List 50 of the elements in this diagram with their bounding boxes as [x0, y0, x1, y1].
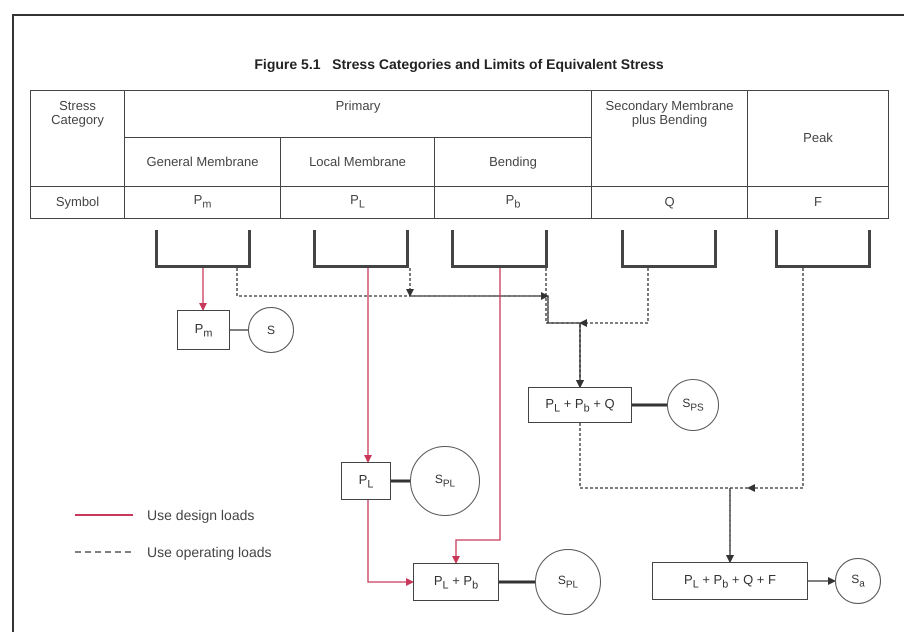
stress-expression: P$_{L}$ + P$_{b}$ + Q + F: [684, 572, 776, 590]
expression-box: [528, 387, 632, 423]
expression-box: [177, 310, 230, 350]
stress-expression: P$_{L}$: [358, 472, 374, 490]
figure-title: Figure 5.1 Stress Categories and Limits of Equivalent Stress: [253, 56, 665, 72]
connector: [391, 480, 410, 482]
stress-symbol: P$_{m}$: [194, 193, 212, 212]
expression-box: [652, 562, 808, 600]
connector: [808, 577, 836, 585]
column-heading: Local Membrane: [309, 154, 406, 170]
stress-expression: P$_{L}$ + P$_{b}$ + Q: [545, 396, 615, 414]
dashed-connector: [576, 268, 649, 388]
connector: [452, 268, 501, 564]
connector: [199, 268, 207, 311]
category-bracket: [621, 230, 717, 268]
legend-text: Use design loads: [147, 506, 254, 522]
column-heading: Peak: [803, 131, 833, 146]
category-bracket: [313, 230, 409, 268]
column-heading: Primary: [336, 99, 380, 114]
stress-symbol: P$_{b}$: [506, 193, 520, 212]
stress-limit: S$_{PS}$: [682, 396, 704, 414]
dashed-connector: [726, 268, 804, 563]
stress-symbol: Q: [664, 195, 675, 210]
category-bracket: [155, 230, 251, 268]
column-heading: Symbol: [56, 195, 100, 210]
category-bracket: [451, 230, 548, 268]
connector: [367, 500, 414, 586]
column-heading: General Membrane: [146, 154, 258, 170]
column-heading: Stress Category: [50, 99, 105, 128]
connector: [499, 580, 535, 584]
stress-limit: S$_{PL}$: [434, 472, 456, 490]
expression-box: [341, 462, 391, 500]
stress-expression: P$_{L}$ + P$_{b}$: [434, 572, 478, 592]
stress-symbol: P$_{L}$: [350, 193, 365, 212]
column-heading: Bending: [489, 154, 537, 170]
stress-limit: S$_{PL}$: [558, 573, 578, 591]
limit-circle: [248, 307, 294, 353]
stress-limit: S: [266, 323, 275, 337]
category-bracket: [775, 230, 871, 268]
expression-box: [413, 563, 499, 601]
stress-symbol: F: [814, 195, 822, 210]
legend-text: Use operating loads: [147, 544, 272, 560]
column-heading: Secondary Membrane plus Bending: [604, 99, 734, 128]
stress-expression: P$_{m}$: [194, 320, 212, 340]
connector: [632, 404, 667, 406]
stress-limit: S$_{a}$: [851, 572, 865, 590]
connector: [364, 268, 372, 463]
limit-circle: [667, 379, 719, 431]
limit-circle: [835, 558, 881, 604]
connector: [230, 329, 248, 331]
